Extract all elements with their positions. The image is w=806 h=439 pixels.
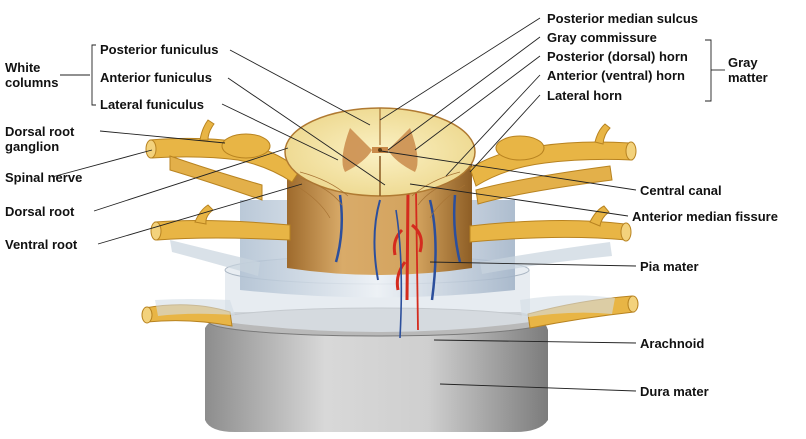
spinal-nerve-label: Spinal nerve xyxy=(5,170,82,185)
white-columns-line-2: columns xyxy=(5,75,58,90)
dorsal-root-ganglion-line-1: Dorsal root xyxy=(5,124,74,139)
gray-commissure-label: Gray commissure xyxy=(547,30,657,45)
anterior-median-fissure-label: Anterior median fissure xyxy=(632,209,778,224)
arachnoid-label: Arachnoid xyxy=(640,336,704,351)
posterior-funiculus-label: Posterior funiculus xyxy=(100,42,218,57)
ventral-root-label: Ventral root xyxy=(5,237,77,252)
lateral-funiculus-label: Lateral funiculus xyxy=(100,97,204,112)
white-columns-label: White columns xyxy=(5,60,58,90)
dorsal-root-ganglion-line-2: ganglion xyxy=(5,139,74,154)
anterior-ventral-horn-label: Anterior (ventral) horn xyxy=(547,68,685,83)
dura-mater-label: Dura mater xyxy=(640,384,709,399)
anterior-funiculus-label: Anterior funiculus xyxy=(100,70,212,85)
white-columns-line-1: White xyxy=(5,60,58,75)
posterior-dorsal-horn-label: Posterior (dorsal) horn xyxy=(547,49,688,64)
dorsal-root-ganglion-label: Dorsal root ganglion xyxy=(5,124,74,154)
pia-mater-label: Pia mater xyxy=(640,259,699,274)
gray-matter-line-2: matter xyxy=(728,70,768,85)
dorsal-root-label: Dorsal root xyxy=(5,204,74,219)
gray-matter-line-1: Gray xyxy=(728,55,768,70)
posterior-median-sulcus-label: Posterior median sulcus xyxy=(547,11,698,26)
central-canal-label: Central canal xyxy=(640,183,722,198)
gray-matter-label: Gray matter xyxy=(728,55,768,85)
lateral-horn-label: Lateral horn xyxy=(547,88,622,103)
